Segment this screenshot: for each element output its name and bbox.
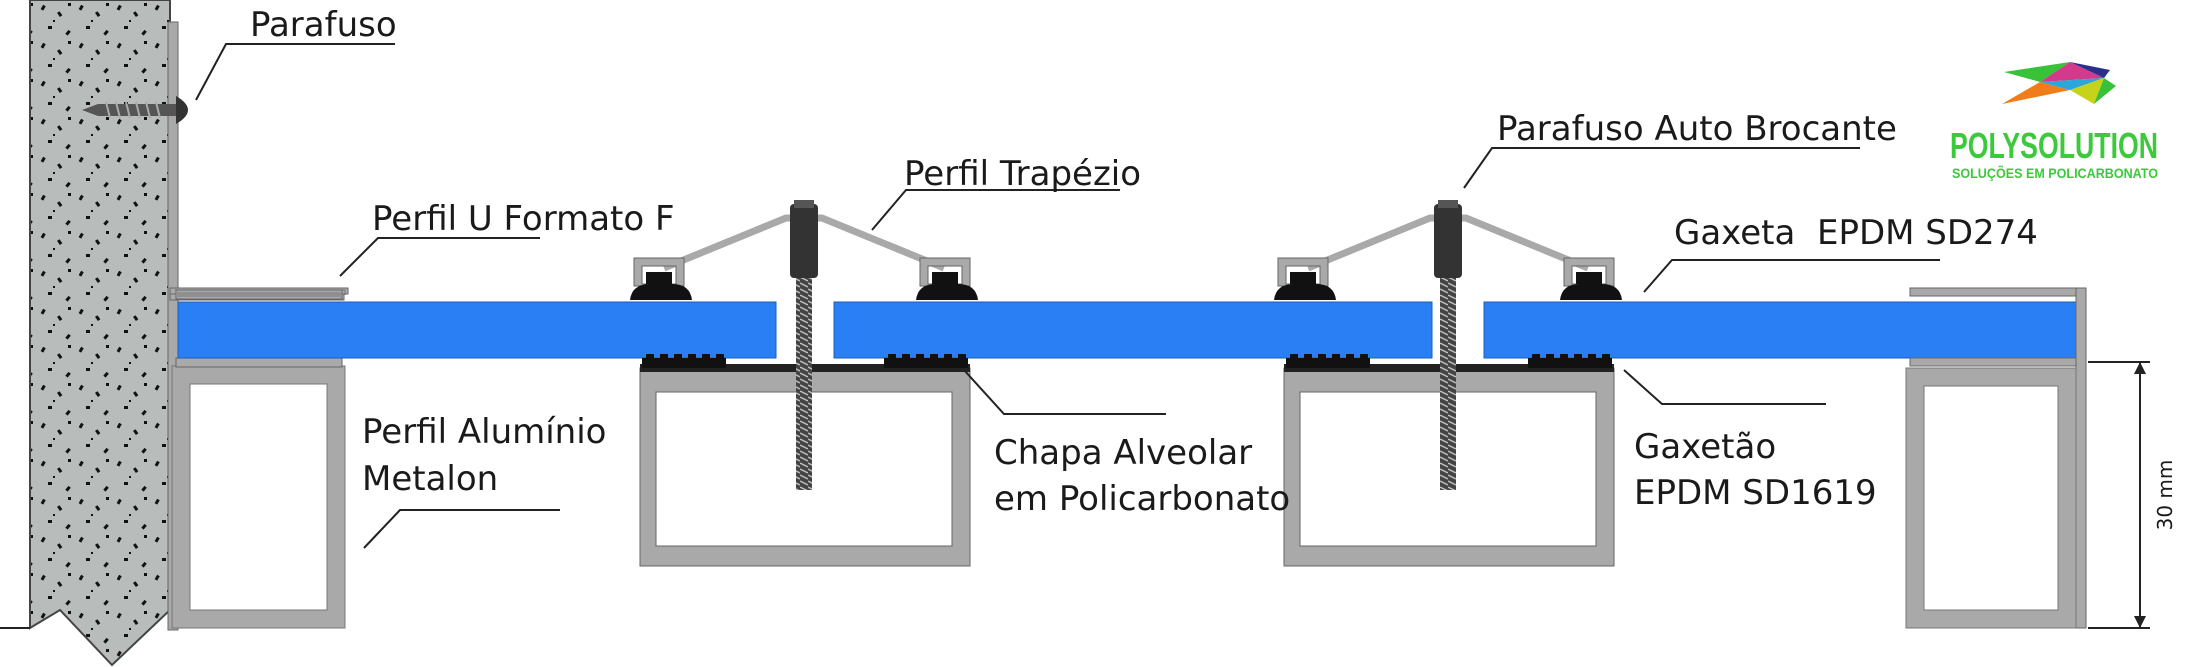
joint-2 xyxy=(1274,200,1622,567)
label-perfil-trapezio: Perfil Trapézio xyxy=(904,154,1141,194)
bolt-2 xyxy=(1434,200,1462,490)
gaxetao-gasket-2b xyxy=(1528,354,1612,368)
polycarbonate-panels xyxy=(177,301,2083,359)
bolt-1 xyxy=(790,200,818,490)
polysolution-logo: POLYSOLUTION SOLUÇÕES EM POLICARBONATO xyxy=(1950,62,2158,181)
label-chapa-alveolar: Chapa Alveolar xyxy=(994,433,1252,473)
polysolution-origami-bird-logo-icon xyxy=(2002,62,2116,104)
wall xyxy=(0,0,171,667)
label-epdm-sd1619: EPDM SD1619 xyxy=(1634,473,1877,513)
label-metalon: Metalon xyxy=(362,459,498,499)
panel-3 xyxy=(1483,301,2083,359)
label-parafuso: Parafuso xyxy=(250,5,397,45)
gaxeta-gasket-1a xyxy=(630,272,692,300)
label-em-policarbonato: em Policarbonato xyxy=(994,479,1290,519)
gaxeta-gasket-2a xyxy=(1274,272,1336,300)
gaxeta-gasket-1b xyxy=(916,272,978,300)
panel-1 xyxy=(177,301,777,359)
gaxetao-gasket-2a xyxy=(1286,354,1370,368)
label-gaxetao: Gaxetão xyxy=(1634,427,1776,467)
panel-2 xyxy=(833,301,1433,359)
metalon-tube-left xyxy=(171,365,346,629)
dimension-label: 30 mm xyxy=(2153,460,2177,531)
label-gaxeta: Gaxeta EPDM SD274 xyxy=(1674,213,2038,253)
dimension-30mm: 30 mm xyxy=(2088,361,2177,629)
gaxetao-gasket-1a xyxy=(642,354,726,368)
label-perfil-aluminio: Perfil Alumínio xyxy=(362,412,606,452)
label-parafuso-auto: Parafuso Auto Brocante xyxy=(1497,109,1897,149)
gaxetao-gasket-1b xyxy=(884,354,968,368)
joint-1 xyxy=(630,200,978,567)
parafuso-screw xyxy=(82,96,188,124)
label-perfil-u: Perfil U Formato F xyxy=(372,199,675,239)
logo-tagline: SOLUÇÕES EM POLICARBONATO xyxy=(1952,164,2158,181)
logo-name: POLYSOLUTION xyxy=(1950,125,2158,166)
right-end-profile xyxy=(1905,287,2087,629)
leader-lines xyxy=(195,43,1940,549)
perfil-u-formato-f-left xyxy=(175,289,345,368)
gaxeta-gasket-2b xyxy=(1560,272,1622,300)
